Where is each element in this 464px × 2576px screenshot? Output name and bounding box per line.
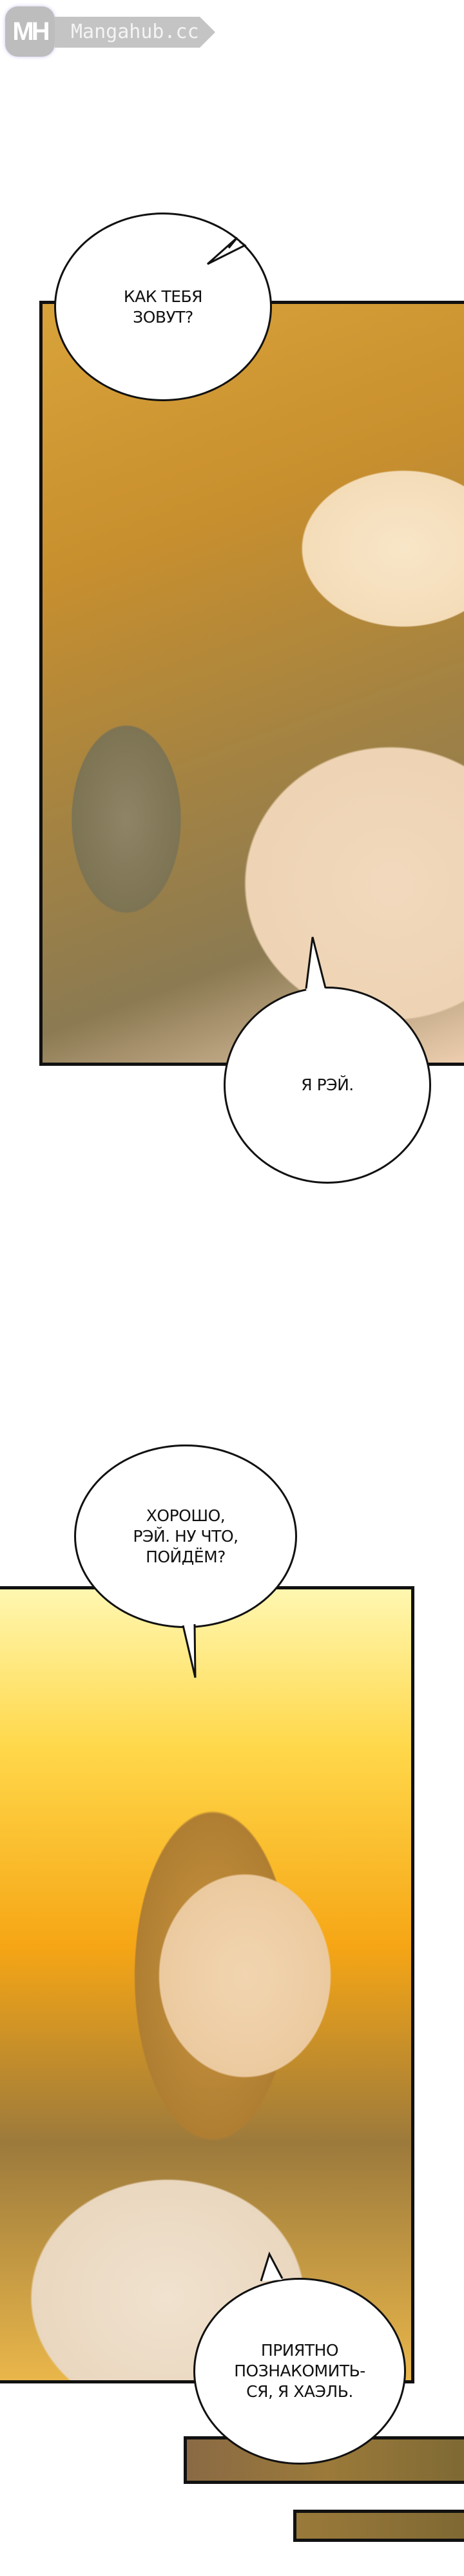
bubble-text: КАК ТЕБЯ ЗОВУТ? bbox=[123, 287, 203, 327]
bubble-tail-1 bbox=[207, 236, 247, 265]
speech-bubble-4: ПРИЯТНО ПОЗНАКОМИТЬ- СЯ, Я ХАЭЛЬ. bbox=[193, 2278, 406, 2465]
comic-strip-panel bbox=[293, 2510, 464, 2542]
watermark-site-link[interactable]: Mangahub.cc bbox=[55, 17, 200, 48]
comic-panel-girl bbox=[0, 1586, 414, 2383]
bubble-tail-4 bbox=[260, 2251, 284, 2282]
bubble-text: ХОРОШО, РЭЙ. НУ ЧТО, ПОЙДЁМ? bbox=[133, 1506, 238, 1566]
speech-bubble-3: ХОРОШО, РЭЙ. НУ ЧТО, ПОЙДЁМ? bbox=[74, 1444, 297, 1628]
bubble-tail-2 bbox=[305, 936, 327, 990]
bubble-text: ПРИЯТНО ПОЗНАКОМИТЬ- СЯ, Я ХАЭЛЬ. bbox=[234, 2341, 365, 2401]
bubble-tail-3 bbox=[182, 1623, 197, 1678]
speech-bubble-2: Я РЭЙ. bbox=[224, 987, 431, 1184]
watermark-logo: MH bbox=[5, 6, 55, 57]
watermark-arrow bbox=[200, 17, 215, 48]
comic-panel-boy bbox=[39, 301, 464, 1066]
speech-bubble-1: КАК ТЕБЯ ЗОВУТ? bbox=[54, 213, 272, 401]
bubble-text: Я РЭЙ. bbox=[301, 1075, 354, 1094]
